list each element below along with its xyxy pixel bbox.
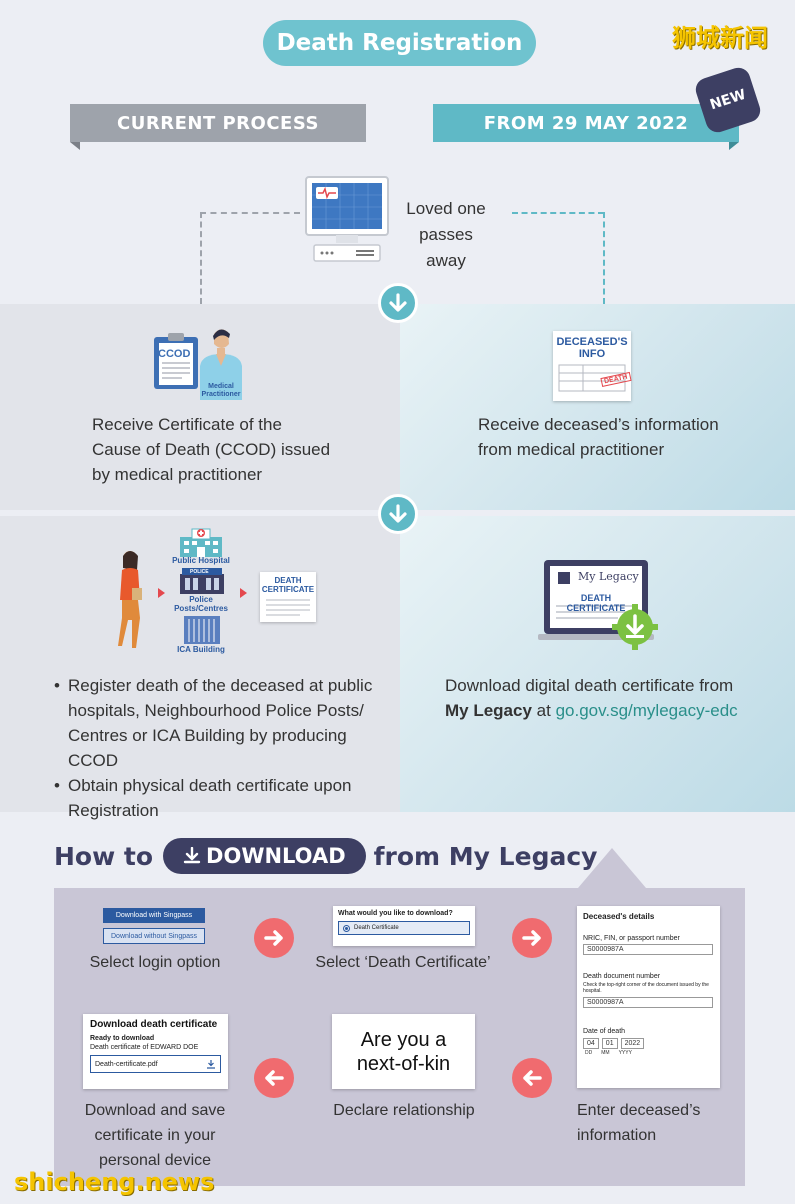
date-dd-input[interactable]: 04: [583, 1038, 599, 1049]
download-icon: [207, 1060, 215, 1069]
certificate-file-name: Death-certificate.pdf: [95, 1060, 158, 1068]
select-question: What would you like to download?: [338, 910, 453, 917]
arrow-down-icon: [378, 283, 418, 323]
doc-number-label: Death document number: [583, 973, 661, 980]
banner-fold-left: [70, 142, 80, 150]
download-icon: [183, 847, 201, 864]
loved-one-text: Loved one passes away: [406, 199, 486, 270]
download-card-desc: Death certificate of EDWARD DOE: [90, 1044, 199, 1051]
date-yyyy-input[interactable]: 2022: [620, 1038, 645, 1049]
dashed-connector-left-vertical: [200, 212, 202, 304]
police-post-icon: [178, 568, 226, 594]
document-icon: DECEASED'S INFO DEATH: [553, 331, 632, 401]
ica-building-icon: [182, 614, 222, 644]
clipboard-icon: [152, 331, 200, 391]
watermark-bottom: shicheng.news: [14, 1168, 215, 1196]
mylegacy-link[interactable]: go.gov.sg/mylegacy-edc: [555, 701, 738, 720]
download-with-singpass-button[interactable]: Download with Singpass: [103, 908, 205, 923]
download-pill-label: DOWNLOAD: [206, 844, 346, 868]
register-bullet-1: Register death of the deceased at public…: [54, 673, 384, 773]
banner-fold-right: [729, 142, 739, 150]
step-label-select: Select ‘Death Certificate’: [315, 954, 491, 971]
howto-title: How to DOWNLOAD from My Legacy: [54, 836, 597, 876]
dd-hint: DD: [585, 1050, 593, 1056]
receive-ccod-text: Receive Certificate of the Cause of Deat…: [92, 415, 331, 484]
my-legacy-app-banner: DEATH CERTIFICATE: [566, 593, 626, 613]
banner-current-process: CURRENT PROCESS: [70, 104, 366, 142]
arrow-left-icon: [512, 1058, 552, 1098]
details-heading: Deceased's details: [583, 912, 655, 921]
nric-label: NRIC, FIN, or passport number: [583, 935, 680, 942]
place-ica-building: ICA Building: [177, 645, 225, 654]
watermark-top: 狮城新闻: [672, 24, 768, 52]
death-certificate-icon: DEATH CERTIFICATE: [260, 572, 316, 622]
date-format-hints: DD MM YYYY: [583, 1050, 714, 1056]
download-card-ready: Ready to download: [90, 1035, 155, 1042]
death-certificate-label: DEATH CERTIFICATE: [261, 576, 315, 594]
doc-number-hint: Check the top-right corner of the docume…: [583, 982, 709, 994]
woman-walking-icon: [110, 548, 150, 654]
download-digital-text: Download digital death certificate from …: [445, 673, 745, 723]
date-of-death-label: Date of death: [583, 1028, 626, 1035]
download-digital-prefix: Download digital death certificate from: [445, 676, 734, 695]
monitor-icon: [304, 175, 390, 263]
download-gear-icon: [612, 604, 658, 650]
radio-icon: [343, 924, 350, 932]
arrow-left-icon: [254, 1058, 294, 1098]
download-without-singpass-button[interactable]: Download without Singpass: [103, 928, 205, 944]
death-certificate-option-label: Death Certificate: [354, 925, 399, 931]
mm-hint: MM: [601, 1050, 610, 1056]
police-sign: POLICE: [190, 569, 209, 575]
yyyy-hint: YYYY: [618, 1050, 632, 1056]
current-panel-receive-ccod: [0, 304, 400, 510]
next-of-kin-card: Are you a next-of-kin: [332, 1014, 475, 1089]
next-of-kin-question: Are you a next-of-kin: [356, 1028, 451, 1075]
banner-new-process: FROM 29 MAY 2022: [433, 104, 739, 142]
medical-practitioner-label: Medical Practitioner: [201, 383, 241, 398]
arrow-right-small-icon: [240, 588, 247, 598]
doc-number-input[interactable]: S0000987A: [583, 997, 713, 1008]
deceased-details-card: Deceased's details NRIC, FIN, or passpor…: [577, 906, 720, 1088]
arrow-right-small-icon: [158, 588, 165, 598]
step-label-download: Download and save certificate in your pe…: [84, 1102, 226, 1169]
arrow-right-icon: [254, 918, 294, 958]
download-pill: DOWNLOAD: [163, 838, 366, 874]
place-public-hospital: Public Hospital: [172, 556, 230, 565]
register-bullet-list: Register death of the deceased at public…: [54, 673, 384, 823]
my-legacy-app-title: My Legacy: [578, 570, 639, 583]
step-label-login: Select login option: [89, 954, 221, 971]
deceased-info-title: DECEASED'S INFO: [556, 336, 628, 360]
receive-info-text: Receive deceased’s information from medi…: [478, 415, 719, 459]
howto-prefix: How to: [54, 841, 154, 871]
my-legacy-bold: My Legacy: [445, 701, 532, 720]
download-certificate-card: Download death certificate Ready to down…: [83, 1014, 228, 1089]
dashed-connector-right: [512, 212, 604, 214]
dashed-connector-right-vertical: [603, 212, 605, 304]
register-bullet-2: Obtain physical death certificate upon R…: [54, 773, 384, 823]
howto-panel-notch: [578, 848, 646, 888]
hospital-icon: [176, 525, 226, 559]
download-card-heading: Download death certificate: [90, 1019, 218, 1030]
dashed-connector-left: [200, 212, 300, 214]
step-label-details: Enter deceased’s information: [577, 1102, 701, 1144]
step-label-relationship: Declare relationship: [333, 1102, 475, 1119]
arrow-right-icon: [512, 918, 552, 958]
place-police-posts: Police Posts/Centres: [174, 595, 228, 613]
page-title: Death Registration: [263, 20, 536, 66]
death-certificate-option[interactable]: Death Certificate: [338, 921, 470, 935]
date-of-death-inputs: 04 01 2022: [583, 1038, 714, 1049]
doctor-icon: [196, 326, 246, 402]
arrow-down-icon: [378, 494, 418, 534]
nric-input[interactable]: S0000987A: [583, 944, 713, 955]
howto-suffix: from My Legacy: [373, 841, 598, 871]
ccod-label: CCOD: [158, 348, 191, 360]
certificate-file-download[interactable]: Death-certificate.pdf: [90, 1055, 221, 1073]
download-digital-at: at: [536, 701, 551, 720]
select-certificate-card: What would you like to download? Death C…: [333, 906, 475, 946]
date-mm-input[interactable]: 01: [601, 1038, 618, 1049]
